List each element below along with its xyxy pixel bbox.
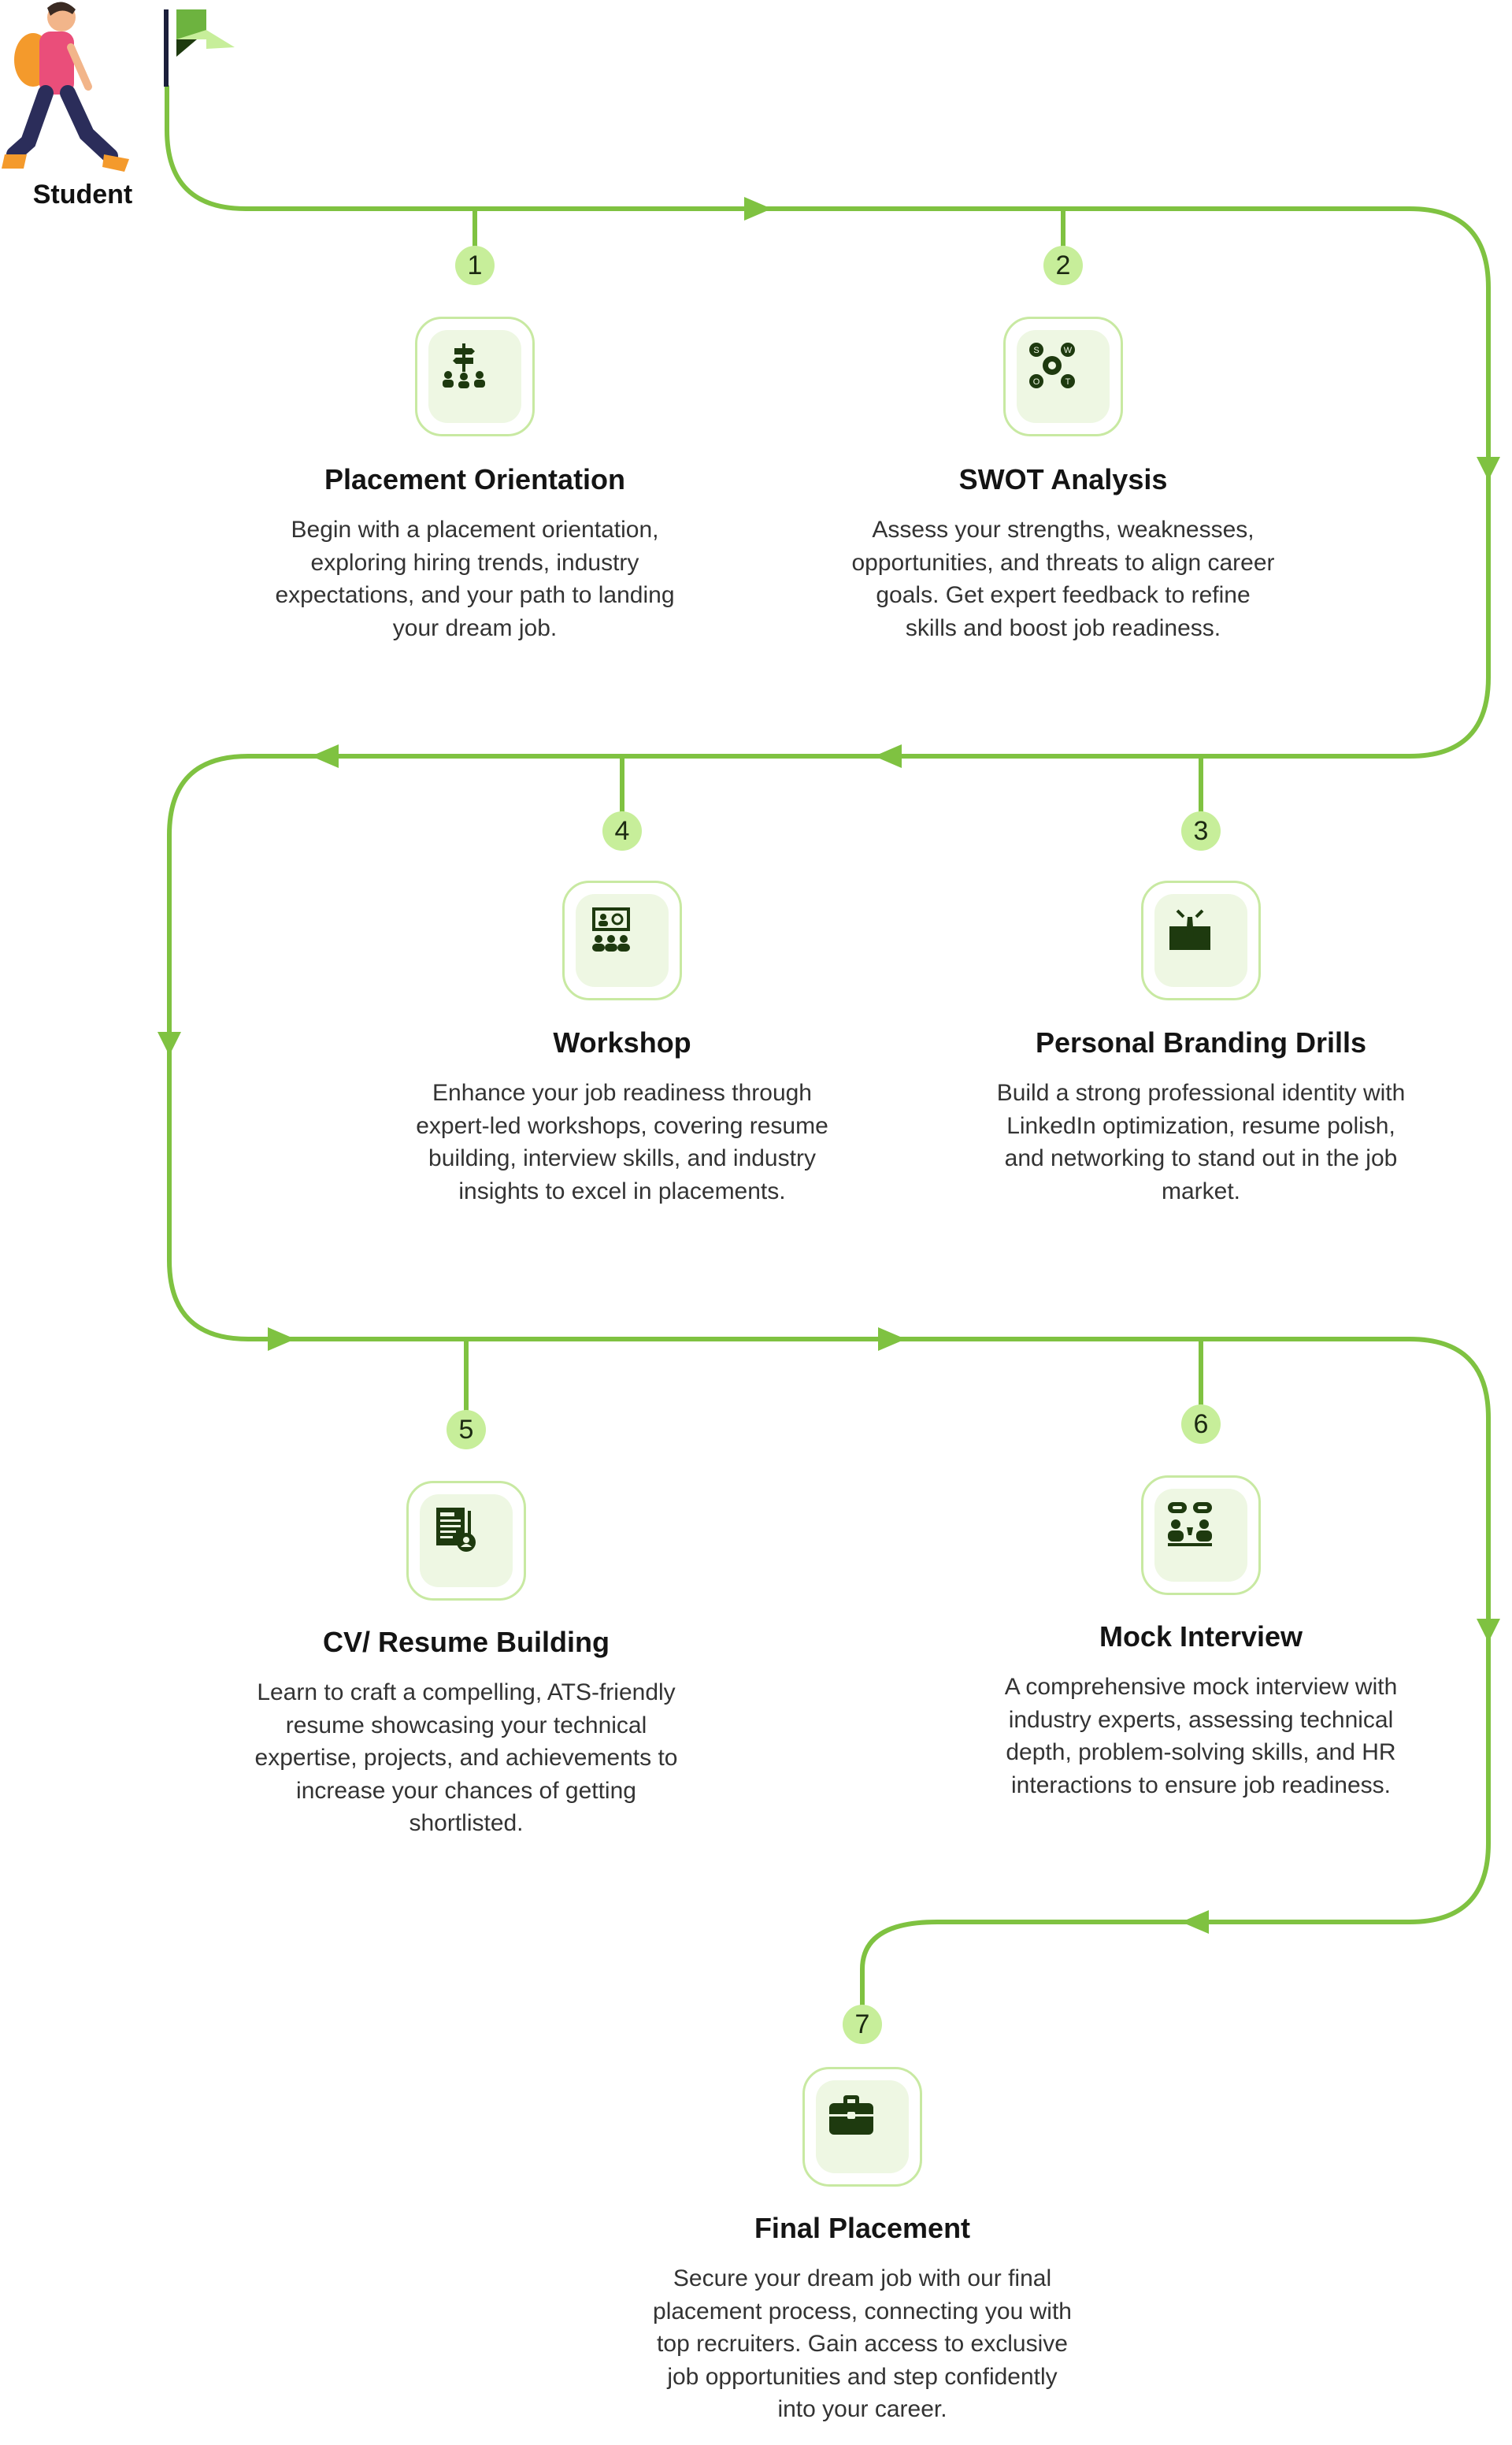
arrow-right-icon (878, 1327, 906, 1351)
step-description: Secure your dream job with our final pla… (653, 2265, 1072, 2422)
interview-chat-icon (1168, 1502, 1212, 1546)
step-title: Placement Orientation (324, 463, 626, 495)
suit-tie-icon (1169, 909, 1210, 950)
step-number-badge: 6 (1181, 1404, 1221, 1444)
svg-text:O: O (1033, 377, 1040, 387)
step-icon-box (802, 2067, 922, 2187)
step-icon-box: S W O T (1003, 317, 1123, 436)
student-label: Student (32, 180, 133, 210)
briefcase-icon (829, 2095, 873, 2135)
step-number-badge: 2 (1043, 246, 1083, 285)
svg-text:T: T (1065, 377, 1071, 387)
arrow-left-icon (874, 744, 902, 768)
arrow-right-icon (268, 1327, 295, 1351)
step-number-badge: 5 (447, 1410, 486, 1449)
step-title: Personal Branding Drills (1035, 1026, 1367, 1059)
step-description: Learn to craft a compelling, ATS-friendl… (254, 1679, 678, 1836)
step-number-badge: 7 (843, 2005, 882, 2044)
step-icon-box (415, 317, 535, 436)
resume-document-icon (436, 1508, 476, 1552)
swot-gear-icon: S W O T (1029, 343, 1075, 388)
step-icon-box (562, 881, 682, 1000)
step-title: Mock Interview (1099, 1620, 1303, 1653)
step-title: Final Placement (754, 2212, 971, 2244)
presentation-audience-icon (592, 907, 630, 952)
arrow-down-icon (1477, 457, 1500, 480)
flag-icon (164, 9, 235, 87)
step-number-badge: 1 (455, 246, 495, 285)
step-title: SWOT Analysis (958, 463, 1168, 495)
step-description: Begin with a placement orientation, expl… (275, 517, 675, 641)
step-icon-box (406, 1481, 526, 1601)
svg-text:S: S (1033, 346, 1039, 355)
arrow-left-icon (311, 744, 339, 768)
step-icon-box (1141, 881, 1261, 1000)
step-title: CV/ Resume Building (322, 1626, 610, 1658)
step-description: Assess your strengths, weaknesses, oppor… (851, 517, 1275, 641)
arrow-right-icon (744, 197, 772, 221)
arrow-down-icon (1477, 1619, 1500, 1642)
step-number-badge: 3 (1181, 811, 1221, 851)
signpost-people-icon (443, 343, 485, 388)
step-description: A comprehensive mock interview with indu… (1004, 1674, 1398, 1798)
student-walking-icon (2, 2, 129, 172)
step-title: Workshop (553, 1026, 691, 1059)
svg-text:W: W (1064, 346, 1073, 355)
step-icon-box (1141, 1475, 1261, 1595)
step-number-badge: 4 (602, 811, 642, 851)
arrow-down-icon (158, 1032, 181, 1056)
step-description: Enhance your job readiness through exper… (416, 1080, 828, 1204)
step-description: Build a strong professional identity wit… (996, 1080, 1406, 1204)
arrow-left-icon (1181, 1910, 1209, 1934)
path-segment-main (165, 84, 1491, 2007)
